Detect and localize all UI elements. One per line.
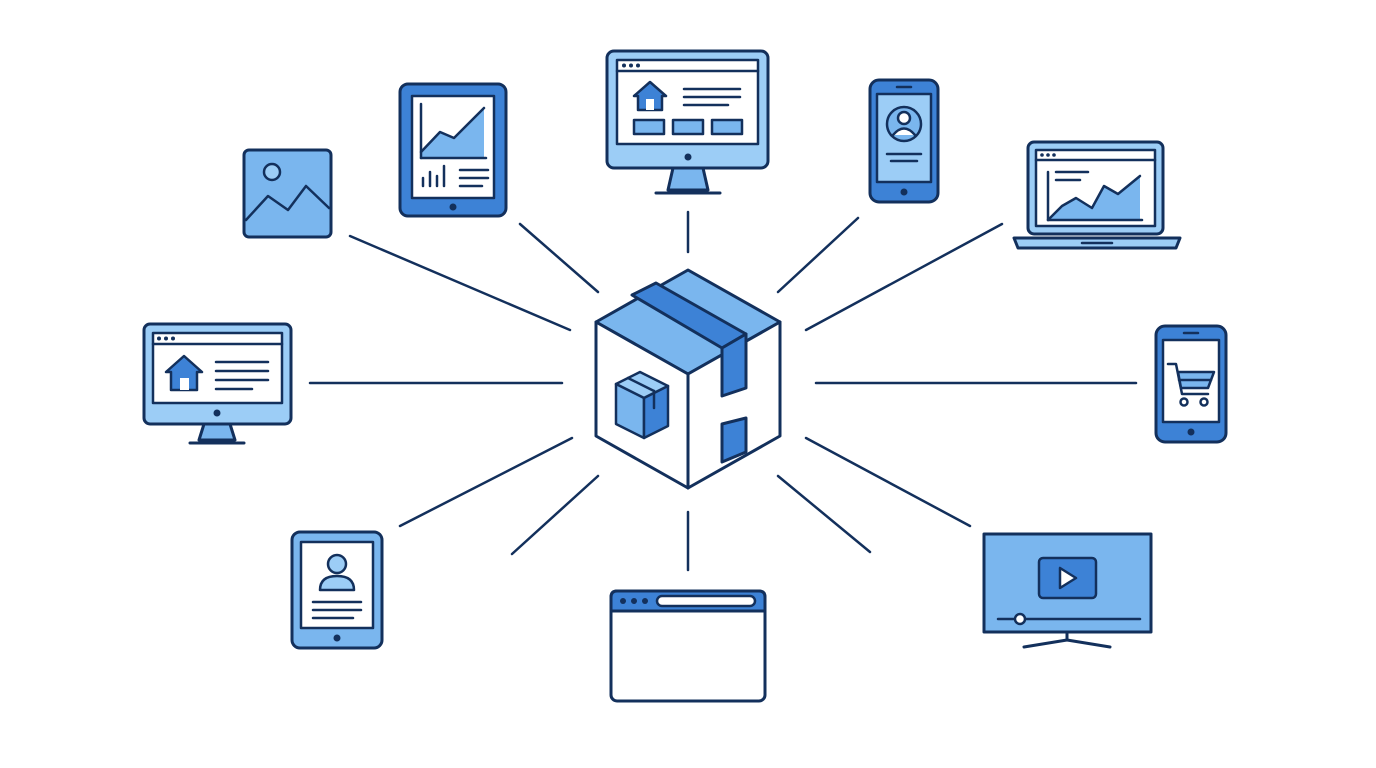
connector-line-browser-right — [776, 474, 872, 554]
desktop-monitor-dashboard-icon — [605, 49, 770, 195]
tablet-analytics-icon — [398, 82, 508, 218]
connector-line-tv — [804, 436, 972, 528]
connector-line-image — [348, 234, 572, 332]
laptop-area-chart-icon — [1012, 140, 1182, 250]
tablet-profile-icon — [290, 530, 384, 650]
connector-line-tablet-profile — [398, 436, 574, 528]
smartphone-profile-icon — [868, 78, 940, 204]
connector-line-browser-left — [510, 474, 600, 556]
tv-video-player-icon — [982, 532, 1153, 649]
small-box-icon — [614, 370, 670, 440]
desktop-monitor-home-icon — [142, 322, 293, 445]
connector-line-laptop — [804, 222, 1004, 332]
connector-lines — [308, 210, 1138, 572]
image-placeholder-icon — [242, 148, 333, 239]
smartphone-shopping-cart-icon — [1154, 324, 1228, 444]
connector-line-phone-profile — [776, 216, 860, 294]
connector-line-tablet-analytics — [518, 222, 600, 294]
browser-window-icon — [609, 589, 767, 703]
package-box-icon — [594, 268, 782, 490]
